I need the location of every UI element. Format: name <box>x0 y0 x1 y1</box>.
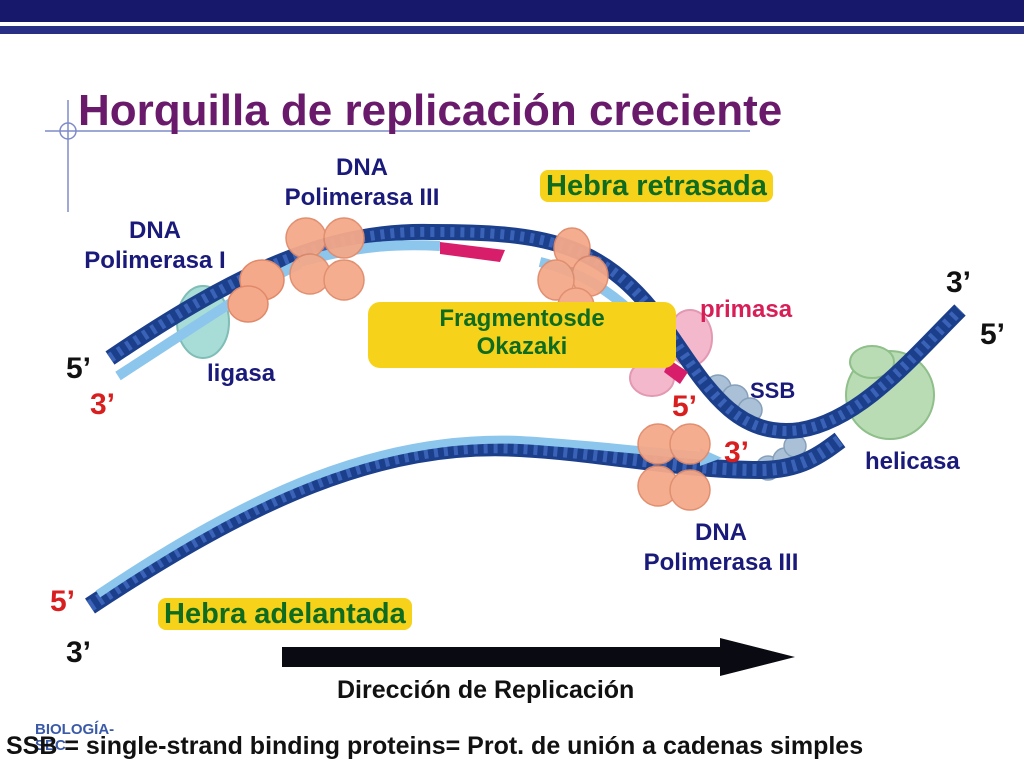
okazaki-label: Fragmentosde Okazaki <box>368 305 676 361</box>
dna-pol3-top-label-line1: DNA <box>336 154 388 181</box>
hebra-retrasada-label: Hebra retrasada <box>540 170 773 203</box>
dna-pol3-bottom-label-line1: DNA <box>695 519 747 546</box>
end-mid-5-red: 5’ <box>672 390 698 423</box>
hebra-adelantada-label: Hebra adelantada <box>158 598 412 631</box>
end-mid-3-red: 3’ <box>724 436 750 469</box>
end-left-top-3-red: 3’ <box>90 388 116 421</box>
helicasa-label: helicasa <box>865 448 960 475</box>
page-title: Horquilla de replicación creciente <box>78 86 783 135</box>
primasa-label: primasa <box>700 296 793 323</box>
ligasa-label: ligasa <box>207 360 276 387</box>
dna-polymerase-3-top-shape <box>285 217 365 301</box>
dna-pol1-label-line1: DNA <box>129 217 181 244</box>
dna-polymerase-3-leading-shape <box>637 423 711 511</box>
okazaki-highlight <box>368 302 676 368</box>
end-left-top-5: 5’ <box>66 352 92 385</box>
okazaki-label-line1: Fragmentosde <box>439 305 605 332</box>
dna-pol3-top-label-line2: Polimerasa III <box>284 184 440 211</box>
top-banner <box>0 0 1024 22</box>
replication-direction-arrow <box>282 638 795 676</box>
end-top-right-3: 3’ <box>946 266 972 299</box>
corner-watermark-line2: SEC <box>35 737 66 754</box>
dna-pol1-label-line2: Polimerasa I <box>84 247 226 274</box>
top-banner-stripe <box>0 22 1024 26</box>
corner-watermark: BIOLOGÍA- SEC <box>35 722 114 754</box>
dna-pol3-bottom-label: DNA Polimerasa III <box>618 518 824 578</box>
corner-watermark-line1: BIOLOGÍA- <box>35 721 115 738</box>
direccion-label: Dirección de Replicación <box>337 676 635 704</box>
dna-pol1-label: DNA Polimerasa I <box>60 216 250 276</box>
dna-polymerase-1-shape <box>227 259 285 323</box>
end-bottom-left-5-red: 5’ <box>50 585 76 618</box>
hebra-retrasada-text: Hebra retrasada <box>540 170 773 202</box>
ssb-label: SSB <box>750 378 796 403</box>
end-bottom-left-3: 3’ <box>66 636 92 669</box>
dna-pol3-top-label: DNA Polimerasa III <box>262 153 462 213</box>
dna-pol3-bottom-label-line2: Polimerasa III <box>643 549 799 576</box>
helicase-shape <box>845 345 935 440</box>
footnote: SSB = single-strand binding proteins= Pr… <box>6 732 864 760</box>
hebra-adelantada-text: Hebra adelantada <box>158 598 412 630</box>
end-top-right-5: 5’ <box>980 318 1006 351</box>
crosshair-decoration <box>45 100 750 212</box>
top-banner-band <box>0 26 1024 34</box>
okazaki-label-line2: Okazaki <box>476 333 568 360</box>
